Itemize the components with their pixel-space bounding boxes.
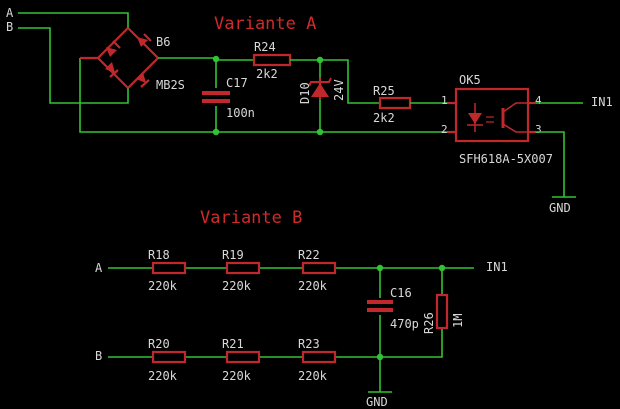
- junction-c17-top: [212, 55, 220, 63]
- r20-value: 220k: [148, 369, 178, 383]
- ok5-pin2: 2: [441, 123, 448, 136]
- junction-c16-bottom: [376, 353, 384, 361]
- junction-r26-top: [438, 264, 446, 272]
- bridge-diode-3: [105, 62, 115, 73]
- r26-value: 1M: [451, 314, 465, 328]
- zener-diode-d10: [308, 77, 332, 100]
- resistor-r23: [301, 350, 337, 364]
- c16-name: C16: [390, 286, 412, 300]
- resistor-r22: [301, 261, 337, 275]
- d10-value: 24V: [332, 79, 346, 101]
- capacitor-c17: [202, 91, 230, 103]
- r25-name: R25: [373, 84, 395, 98]
- capacitor-c16: [367, 300, 393, 312]
- r26-name: R26: [422, 312, 436, 334]
- r23-name: R23: [298, 337, 320, 351]
- variant-a-title: Variante A: [214, 14, 316, 34]
- junction-c17-bottom: [212, 128, 220, 136]
- ok5-pin3: 3: [535, 123, 542, 136]
- resistor-r20: [151, 350, 187, 364]
- c16-value: 470p: [390, 317, 419, 331]
- bridge-diode-4: [136, 72, 146, 83]
- wire-gnd-a: [536, 131, 565, 197]
- net-label-b-top: B: [6, 20, 13, 34]
- r24-name: R24: [254, 40, 276, 54]
- ok5-pin1: 1: [441, 94, 448, 107]
- bridge-name: B6: [156, 35, 170, 49]
- junction-d10-top: [316, 56, 324, 64]
- net-label-in1-a: IN1: [591, 95, 613, 109]
- wire-b-in: [18, 27, 129, 104]
- resistor-r25: [378, 96, 412, 110]
- junction-c16-top: [376, 264, 384, 272]
- net-label-a-top: A: [6, 6, 14, 20]
- r25-value: 2k2: [373, 111, 395, 125]
- resistor-r18: [151, 261, 187, 275]
- optocoupler-ok5: [448, 87, 536, 143]
- net-label-in1-b: IN1: [486, 260, 508, 274]
- resistor-r24: [252, 53, 292, 67]
- resistor-r26: [435, 293, 449, 330]
- resistor-r21: [225, 350, 261, 364]
- net-label-b-bottom: B: [95, 349, 102, 363]
- r20-name: R20: [148, 337, 170, 351]
- r18-value: 220k: [148, 279, 178, 293]
- variant-b-title: Variante B: [200, 208, 302, 228]
- ok5-name: OK5: [459, 73, 481, 87]
- r22-name: R22: [298, 248, 320, 262]
- bridge-diode-2: [137, 37, 148, 47]
- net-label-gnd-a: GND: [549, 201, 571, 215]
- wire-a-in: [18, 12, 129, 28]
- r21-value: 220k: [222, 369, 252, 383]
- bridge-rectifier: [80, 27, 159, 89]
- r19-name: R19: [222, 248, 244, 262]
- r19-value: 220k: [222, 279, 252, 293]
- c17-value: 100n: [226, 106, 255, 120]
- r21-name: R21: [222, 337, 244, 351]
- net-label-gnd-b: GND: [366, 395, 388, 409]
- bridge-part: MB2S: [156, 78, 185, 92]
- wire-bridge-minus: [79, 58, 448, 133]
- r18-name: R18: [148, 248, 170, 262]
- net-label-a-bottom: A: [95, 261, 103, 275]
- r23-value: 220k: [298, 369, 328, 383]
- ok5-pin4: 4: [535, 94, 542, 107]
- d10-name: D10: [298, 82, 312, 104]
- r24-value: 2k2: [256, 67, 278, 81]
- junction-d10-bottom: [316, 128, 324, 136]
- wire-plus-rail: [158, 57, 254, 61]
- wire-chain-b: [108, 328, 443, 358]
- bridge-diode-1: [106, 47, 117, 57]
- c17-name: C17: [226, 76, 248, 90]
- r22-value: 220k: [298, 279, 328, 293]
- resistor-r19: [225, 261, 261, 275]
- ok5-part: SFH618A-5X007: [459, 152, 553, 166]
